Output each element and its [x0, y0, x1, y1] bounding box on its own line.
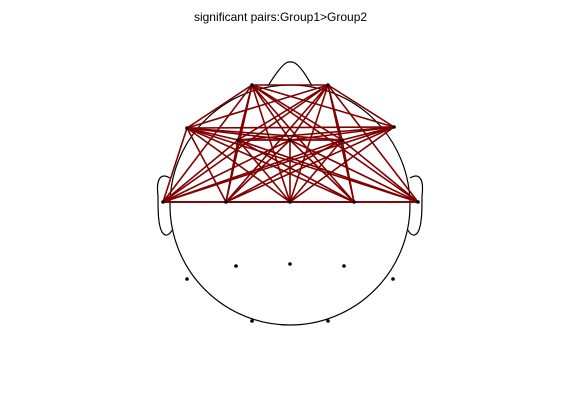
connection-6-11 — [341, 139, 355, 203]
connection-1-6 — [251, 84, 343, 141]
electrode-18 — [250, 319, 254, 323]
electrode-6 — [340, 138, 344, 142]
connection-4-8 — [162, 139, 239, 203]
nose — [267, 61, 313, 87]
electrode-3 — [185, 126, 189, 130]
connection-1-10 — [251, 84, 291, 203]
electrode-16 — [185, 277, 189, 281]
electrode-markers — [161, 83, 420, 323]
connection-3-8 — [162, 127, 188, 203]
connection-5-11 — [289, 139, 355, 203]
plot-title: significant pairs:Group1>Group2 — [193, 10, 368, 24]
connection-3-9 — [186, 127, 227, 203]
electrode-4 — [236, 138, 240, 142]
connection-2-5 — [289, 84, 329, 141]
electrode-2 — [326, 83, 330, 87]
electrode-17 — [391, 277, 395, 281]
connection-4-9 — [225, 139, 239, 203]
connection-2-10 — [289, 84, 329, 203]
connection-1-3 — [186, 84, 253, 129]
connection-5-7 — [289, 126, 395, 141]
electrode-1 — [250, 83, 254, 87]
electrode-14 — [288, 262, 292, 266]
connection-3-7 — [186, 126, 395, 129]
connection-4-7 — [237, 126, 395, 141]
electrode-15 — [342, 264, 346, 268]
electrode-5 — [288, 138, 292, 142]
connection-1-5 — [251, 84, 291, 141]
connection-7-8 — [162, 126, 395, 203]
connection-2-7 — [327, 84, 395, 128]
connection-2-12 — [327, 84, 419, 203]
connection-2-4 — [237, 84, 329, 141]
connection-6-12 — [341, 139, 419, 203]
connection-3-12 — [186, 127, 419, 203]
connection-5-8 — [162, 139, 291, 203]
electrode-8 — [161, 200, 165, 204]
connection-7-10 — [289, 126, 395, 203]
electrode-7 — [392, 125, 396, 129]
connection-6-10 — [289, 139, 343, 203]
electrode-19 — [326, 319, 330, 323]
connection-1-11 — [251, 84, 355, 203]
electrode-13 — [234, 264, 238, 268]
connection-lines — [162, 84, 419, 203]
electrode-9 — [224, 200, 228, 204]
connection-2-9 — [225, 84, 329, 203]
left-ear — [156, 175, 173, 236]
right-ear — [407, 175, 424, 236]
electrode-12 — [416, 200, 420, 204]
connection-7-9 — [225, 126, 395, 203]
connection-4-10 — [237, 139, 291, 203]
connection-1-7 — [251, 84, 395, 128]
electrode-10 — [288, 200, 292, 204]
connection-2-3 — [186, 84, 329, 129]
connection-3-6 — [186, 127, 343, 141]
electrode-11 — [352, 200, 356, 204]
